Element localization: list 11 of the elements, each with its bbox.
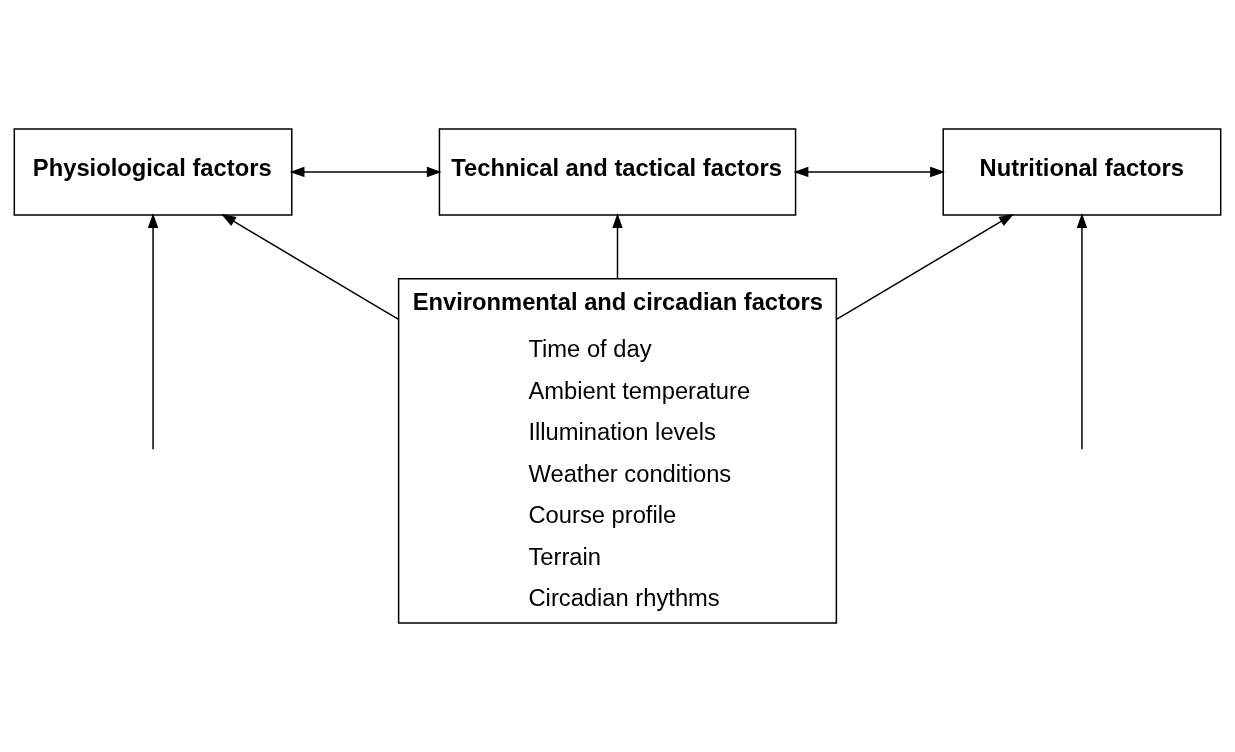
arrow <box>612 213 623 280</box>
arrow <box>289 166 442 178</box>
arrow <box>1076 213 1088 451</box>
node-box: Technical and tactical factors <box>438 128 797 216</box>
arrow <box>221 213 399 320</box>
arrow <box>793 166 945 178</box>
node-box: Nutritional factors <box>942 128 1222 216</box>
node-box: Environmental and circadian factors Time of day Ambient temperature Illumination levels Weather conditions Course profile Terrain Circadian rhythms <box>397 278 838 624</box>
arrow <box>147 213 159 451</box>
node-box: Physiological factors <box>13 128 293 216</box>
arrow <box>836 213 1014 320</box>
